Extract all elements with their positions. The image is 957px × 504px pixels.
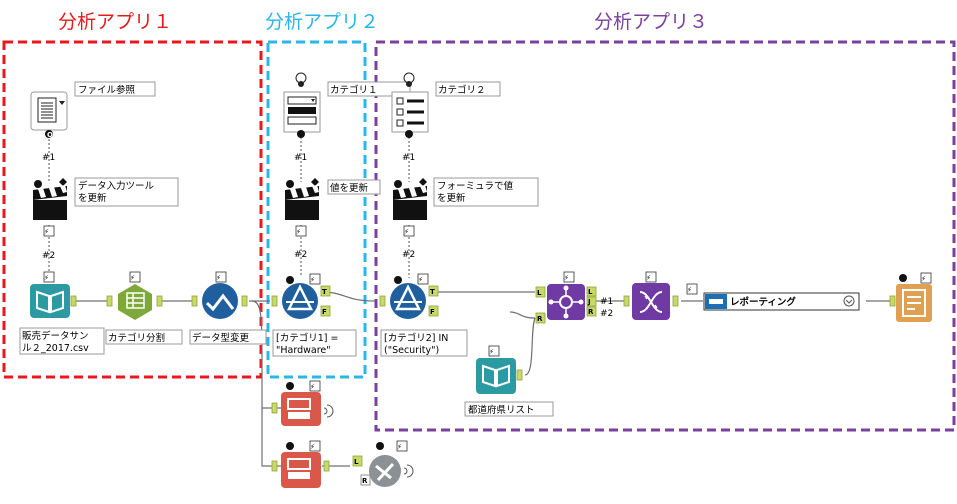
question-num-1-app2: #1 xyxy=(294,153,307,163)
annotation-formula-line2: を更新 xyxy=(437,192,466,204)
container-title-app3: 分析アプリ３ xyxy=(594,11,708,33)
text-to-columns-tool[interactable]: ⚡ xyxy=(106,271,163,320)
bolt-glyph: ⚡ xyxy=(310,383,315,391)
left-anchor: L xyxy=(537,289,542,297)
annotation-filter1 xyxy=(272,329,357,357)
list-box-interface-tool[interactable] xyxy=(391,72,429,138)
svg-text:Q: Q xyxy=(47,131,53,139)
bolt-glyph: ⚡ xyxy=(216,274,221,282)
join-num-1: #1 xyxy=(600,297,613,307)
annotation-update-tool-line1: データ入力ツール xyxy=(78,180,155,192)
right-anchor: R xyxy=(537,315,543,323)
container-title-app1: 分析アプリ１ xyxy=(58,11,172,33)
question-num-1-app3: #1 xyxy=(402,153,415,163)
dropdown-interface-tool[interactable] xyxy=(283,72,321,138)
container-title-app2: 分析アプリ２ xyxy=(265,11,379,33)
join-r-anchor: R xyxy=(588,308,594,316)
chevron-down-icon[interactable] xyxy=(843,295,855,307)
annotation-prefecture-text: 都道府県リスト xyxy=(468,404,535,416)
bolt-glyph: ⚡ xyxy=(687,286,692,294)
bolt-glyph: ⚡ xyxy=(130,274,135,282)
question-num-1: #1 xyxy=(42,153,55,163)
bolt-glyph: ⚡ xyxy=(44,274,49,282)
update-action-tool-2[interactable] xyxy=(285,178,319,220)
annotation-filter2-line1: [カテゴリ2] IN xyxy=(384,332,448,344)
transform-tool[interactable]: ⚡ xyxy=(623,271,679,320)
bolt-glyph: ⚡ xyxy=(44,228,49,236)
true-anchor: T xyxy=(322,288,327,296)
bolt-glyph: ⚡ xyxy=(646,274,651,282)
formula-action-tool[interactable] xyxy=(393,178,427,220)
container-app3[interactable] xyxy=(374,40,956,432)
annotation-update-value-text: 値を更新 xyxy=(330,182,369,194)
annotation-formula-line1: フォーミュラで値 xyxy=(437,180,514,192)
prefecture-input-tool[interactable]: ⚡ xyxy=(476,345,523,394)
bolt-glyph: ⚡ xyxy=(310,276,315,284)
reporting-label: レポーティング xyxy=(730,296,796,308)
right-anchor: R xyxy=(362,477,368,485)
bolt-glyph: ⚡ xyxy=(564,274,569,282)
join-j-anchor: J xyxy=(587,298,591,306)
filter-tool-1[interactable]: ⚡ T F xyxy=(271,273,331,319)
annotation-file-ref-text: ファイル参照 xyxy=(78,84,136,96)
annotation-category2 xyxy=(435,81,501,97)
annotation-prefecture xyxy=(464,401,554,417)
annotation-update-tool xyxy=(74,177,179,207)
annotation-update-value xyxy=(327,179,381,195)
question-num-2-app2: #2 xyxy=(294,250,307,260)
output-tool-1[interactable]: ⚡ xyxy=(271,380,334,426)
annotation-data-type-text: データ型変更 xyxy=(192,332,250,344)
reporting-container[interactable]: レポーティング xyxy=(703,292,860,311)
bolt-icon xyxy=(686,283,698,295)
annotation-filter1-line1: [カテゴリ1] = xyxy=(276,332,338,344)
annotation-formula xyxy=(433,177,539,207)
true-anchor: T xyxy=(430,288,435,296)
annotation-category-split xyxy=(105,329,183,345)
join-tool[interactable]: ⚡ L R L J R xyxy=(535,271,597,324)
annotation-filter1-line2: "Hardware" xyxy=(276,345,331,356)
question-num-2-app3: #2 xyxy=(402,250,415,260)
annotation-category1 xyxy=(327,81,411,97)
filter-tool-2[interactable]: ⚡ T F xyxy=(379,273,439,319)
join-num-2: #2 xyxy=(600,309,613,319)
bolt-icon xyxy=(295,225,307,237)
update-action-tool-1[interactable] xyxy=(33,178,67,220)
render-tool[interactable]: ⚡ xyxy=(889,272,932,322)
container-app2[interactable] xyxy=(266,40,367,379)
bolt-glyph: ⚡ xyxy=(418,276,423,284)
bolt-icon xyxy=(403,225,415,237)
select-tool[interactable]: ⚡ xyxy=(191,271,248,319)
annotation-data-type xyxy=(189,329,267,345)
render-grey-tool[interactable]: ⚡ L R xyxy=(352,440,414,487)
file-browse-tool[interactable]: Q xyxy=(30,91,68,139)
bolt-glyph: ⚡ xyxy=(310,443,315,451)
annotation-category1-text: カテゴリ１ xyxy=(330,84,378,96)
false-anchor: F xyxy=(322,308,327,316)
container-app1[interactable] xyxy=(2,40,263,379)
left-anchor: L xyxy=(354,458,359,466)
annotation-file-ref xyxy=(74,81,156,97)
annotation-filter2-line2: ("Security") xyxy=(384,345,439,356)
bolt-glyph: ⚡ xyxy=(296,228,301,236)
output-tool-2[interactable]: ⚡ xyxy=(271,440,330,488)
bolt-glyph: ⚡ xyxy=(489,348,494,356)
bolt-glyph: ⚡ xyxy=(921,275,926,283)
annotation-category-split-text: カテゴリ分割 xyxy=(108,332,165,344)
bolt-glyph: ⚡ xyxy=(404,228,409,236)
bolt-glyph: ⚡ xyxy=(397,443,402,451)
annotation-filter2 xyxy=(380,329,468,357)
annotation-sales-data xyxy=(19,327,105,355)
input-data-tool[interactable]: ⚡ xyxy=(30,271,77,318)
annotation-sales-line1: 販売データサン xyxy=(22,330,89,342)
bolt-icon xyxy=(43,225,55,237)
false-anchor: F xyxy=(430,308,435,316)
join-l-anchor: L xyxy=(588,288,593,296)
annotation-category2-text: カテゴリ２ xyxy=(438,84,486,96)
annotation-update-tool-line2: を更新 xyxy=(78,192,107,204)
question-num-2: #2 xyxy=(42,251,55,261)
annotation-sales-line2: ル２_2017.csv xyxy=(22,343,89,354)
